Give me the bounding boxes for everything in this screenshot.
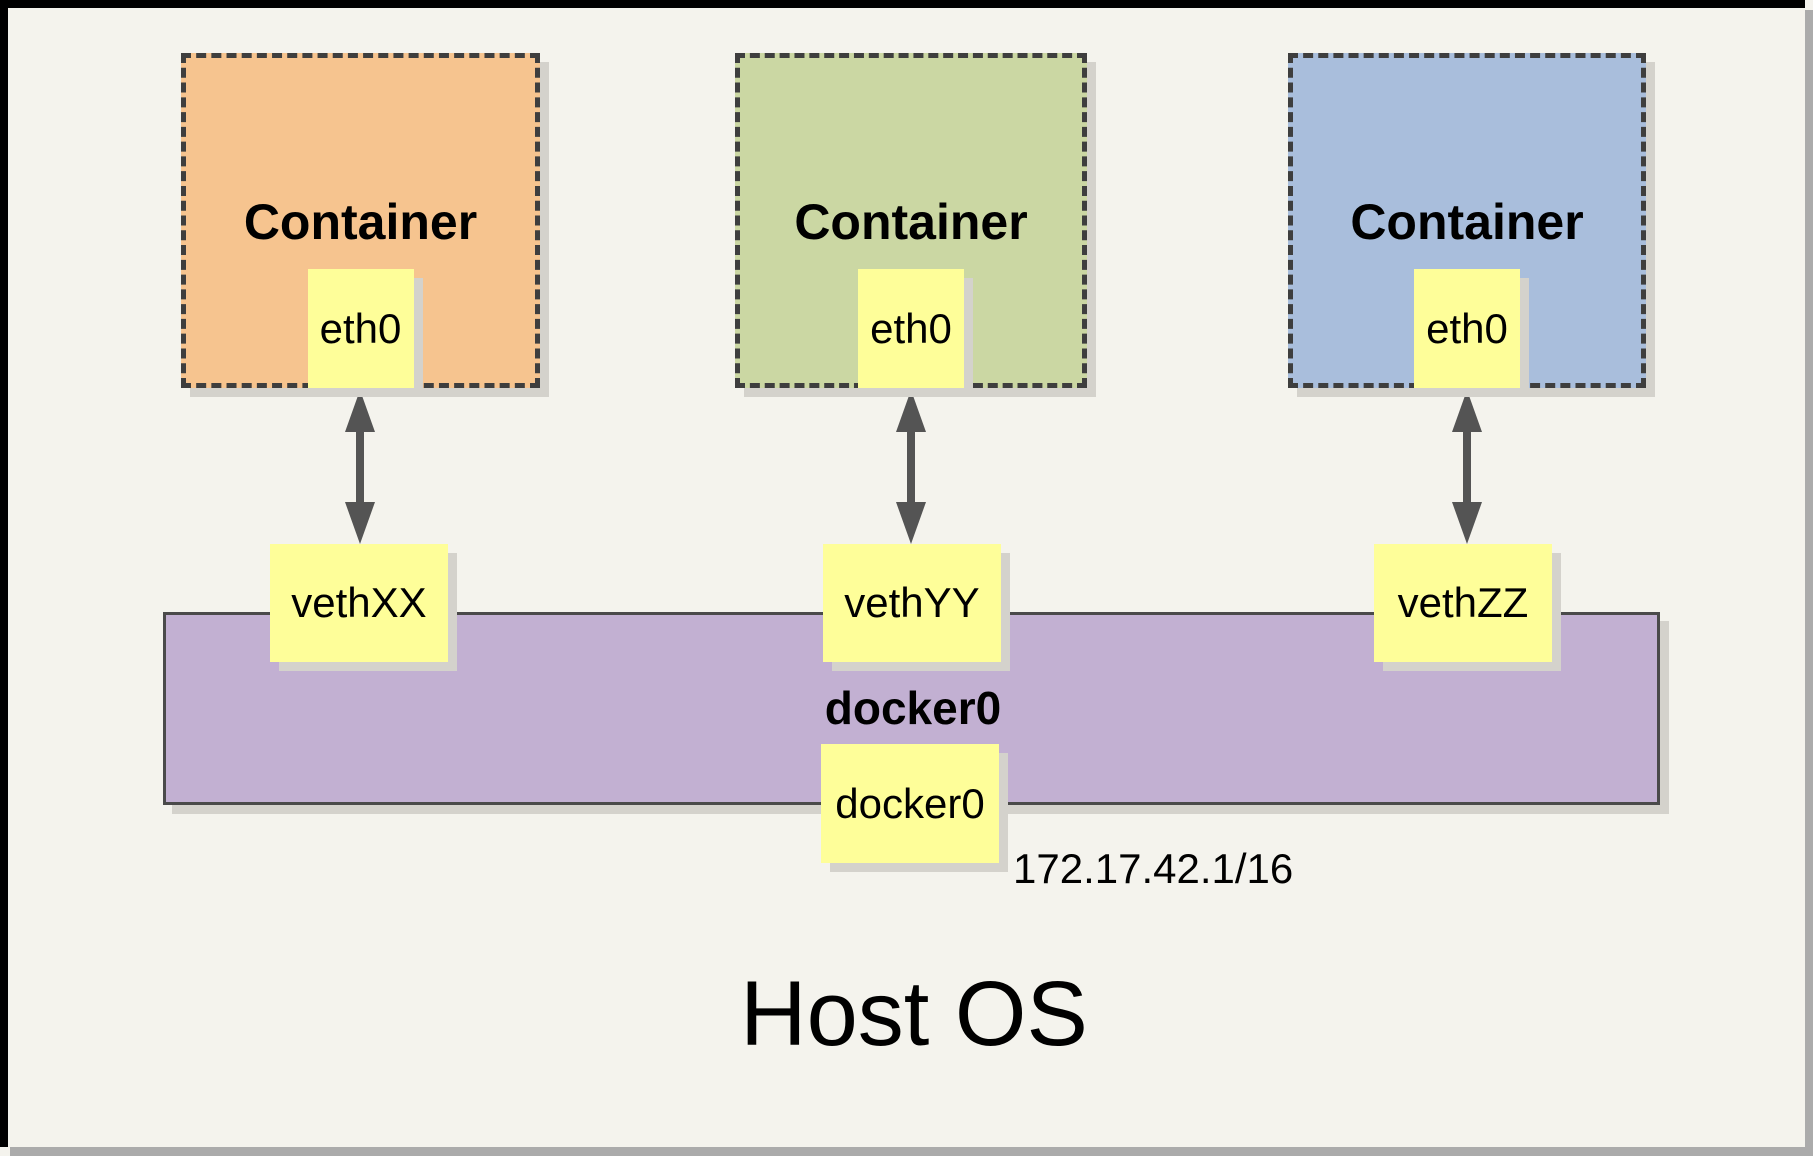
container-title: Container bbox=[794, 194, 1028, 250]
veth-interface-badge: vethZZ bbox=[1374, 544, 1552, 662]
container-title: Container bbox=[1350, 194, 1584, 250]
arrow-down-icon bbox=[896, 502, 926, 544]
arrow-up-icon bbox=[1452, 390, 1482, 432]
arrow-down-icon bbox=[1452, 502, 1482, 544]
container-title: Container bbox=[243, 194, 478, 250]
eth0-interface-badge: eth0 bbox=[1414, 269, 1520, 388]
veth-connection-arrow-2 bbox=[896, 390, 926, 544]
docker0-interface-badge: docker0 bbox=[821, 744, 999, 863]
arrow-up-icon bbox=[345, 390, 375, 432]
veth-connection-arrow-1 bbox=[345, 390, 375, 544]
arrow-shaft bbox=[1463, 432, 1471, 502]
eth0-interface-badge: eth0 bbox=[858, 269, 964, 388]
container-box-3: Container eth0 bbox=[1288, 53, 1646, 388]
arrow-shaft bbox=[907, 432, 915, 502]
veth-interface-badge: vethXX bbox=[270, 544, 448, 662]
container-box-1: Container eth0 bbox=[181, 53, 540, 388]
arrow-up-icon bbox=[896, 390, 926, 432]
host-os-label: Host OS bbox=[740, 963, 1088, 1065]
veth-interface-badge: vethYY bbox=[823, 544, 1001, 662]
eth0-interface-badge: eth0 bbox=[307, 269, 414, 388]
container-box-2: Container eth0 bbox=[735, 53, 1087, 388]
veth-connection-arrow-3 bbox=[1452, 390, 1482, 544]
bridge-ip-address: 172.17.42.1/16 bbox=[1013, 845, 1294, 892]
arrow-down-icon bbox=[345, 502, 375, 544]
docker0-bridge-label: docker0 bbox=[824, 682, 1002, 734]
arrow-shaft bbox=[356, 432, 364, 502]
